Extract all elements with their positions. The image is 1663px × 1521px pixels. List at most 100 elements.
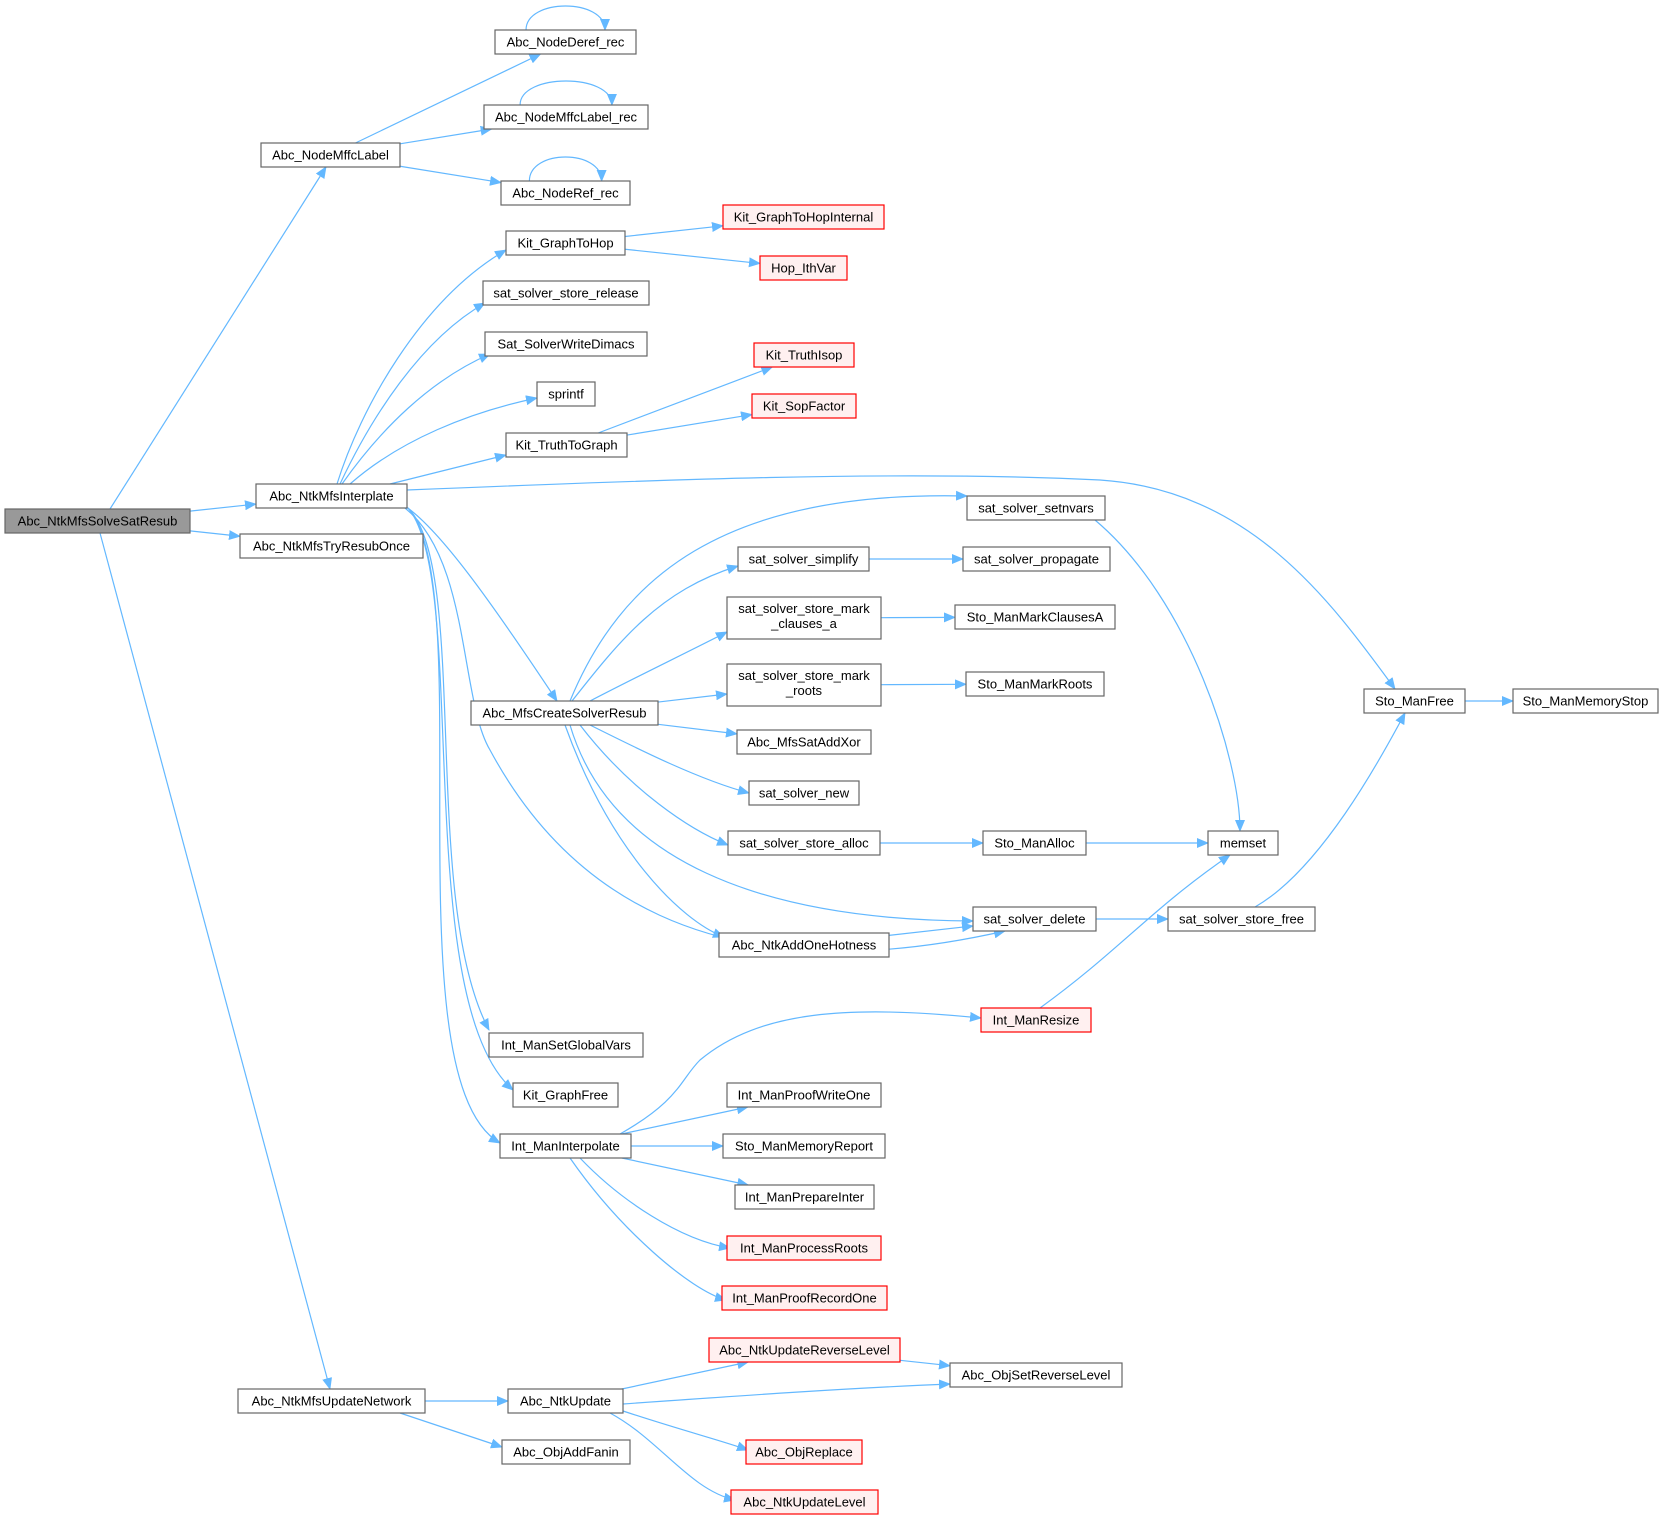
- edge-createSolver-to-solverDelete: [569, 724, 974, 926]
- nodes-layer: Abc_NtkMfsSolveSatResub Abc_NodeMffcLabel…: [4, 29, 1659, 1515]
- node-label: Kit_TruthIsop: [766, 348, 843, 363]
- node-storeAlloc[interactable]: sat_solver_store_alloc: [727, 830, 881, 856]
- node-tryResub[interactable]: Abc_NtkMfsTryResubOnce: [239, 533, 424, 559]
- node-updateNetwork[interactable]: Abc_NtkMfsUpdateNetwork: [237, 1388, 426, 1414]
- edge-nodeDeref-to-nodeDeref: [525, 5, 610, 31]
- node-proofRecordOne[interactable]: Int_ManProofRecordOne: [721, 1285, 888, 1311]
- node-box: [501, 1439, 631, 1465]
- node-intResize[interactable]: Int_ManResize: [980, 1007, 1092, 1033]
- edge-interplate-to-graphToHop: [336, 249, 507, 485]
- node-ntkUpdateLevel[interactable]: Abc_NtkUpdateLevel: [730, 1489, 879, 1515]
- node-label: Int_ManProofWriteOne: [738, 1088, 871, 1103]
- node-label: sat_solver_store_mark: [738, 601, 870, 616]
- node-ntkUpdate[interactable]: Abc_NtkUpdate: [507, 1388, 624, 1414]
- node-label: sat_solver_delete: [984, 912, 1086, 927]
- node-nodeDeref[interactable]: Abc_NodeDeref_rec: [494, 29, 637, 55]
- node-addOneHotness[interactable]: Abc_NtkAddOneHotness: [718, 932, 890, 958]
- node-interplate[interactable]: Abc_NtkMfsInterplate: [255, 483, 408, 509]
- edge-mffcLabelRec-to-mffcLabelRec: [519, 80, 617, 106]
- node-proofWriteOne[interactable]: Int_ManProofWriteOne: [726, 1082, 882, 1108]
- node-mffcLabel[interactable]: Abc_NodeMffcLabel: [260, 142, 401, 168]
- node-storeRelease[interactable]: sat_solver_store_release: [482, 280, 650, 306]
- node-objReplace[interactable]: Abc_ObjReplace: [745, 1439, 863, 1465]
- edge-intInterpolate-to-prepareInter: [621, 1157, 750, 1188]
- node-stoMarkRoots[interactable]: Sto_ManMarkRoots: [965, 671, 1105, 697]
- node-label: Sat_SolverWriteDimacs: [497, 337, 635, 352]
- node-root[interactable]: Abc_NtkMfsSolveSatResub: [4, 508, 191, 534]
- node-box: [505, 230, 626, 256]
- edge-mffcLabel-to-mffcLabelRec: [399, 125, 493, 145]
- node-sprintf[interactable]: sprintf: [536, 381, 596, 407]
- node-box: [982, 830, 1087, 856]
- node-stoAlloc[interactable]: Sto_ManAlloc: [982, 830, 1087, 856]
- node-objSetReverseLevel[interactable]: Abc_ObjSetReverseLevel: [949, 1362, 1123, 1388]
- node-nodeRef[interactable]: Abc_NodeRef_rec: [500, 180, 631, 206]
- node-propagate[interactable]: sat_solver_propagate: [962, 546, 1111, 572]
- node-simplify[interactable]: sat_solver_simplify: [737, 546, 870, 572]
- node-label: sprintf: [548, 387, 584, 402]
- node-label: Abc_NodeDeref_rec: [507, 35, 625, 50]
- node-label: Abc_ObjSetReverseLevel: [962, 1368, 1111, 1383]
- node-box: [734, 1184, 875, 1210]
- node-box: [500, 180, 631, 206]
- node-box: [745, 1439, 863, 1465]
- node-label: Abc_NtkMfsTryResubOnce: [253, 539, 410, 554]
- node-label: sat_solver_store_free: [1179, 912, 1304, 927]
- node-markClausesA[interactable]: sat_solver_store_mark_clauses_a: [726, 596, 882, 640]
- node-solverDelete[interactable]: sat_solver_delete: [972, 906, 1097, 932]
- node-objAddFanin[interactable]: Abc_ObjAddFanin: [501, 1439, 631, 1465]
- node-label: Int_ManProcessRoots: [740, 1241, 868, 1256]
- node-graphToHopInternal[interactable]: Kit_GraphToHopInternal: [722, 204, 885, 230]
- node-label: Sto_ManMemoryReport: [735, 1139, 873, 1154]
- node-box: [980, 1007, 1092, 1033]
- node-updateReverseLevel[interactable]: Abc_NtkUpdateReverseLevel: [708, 1337, 901, 1363]
- node-graphFree[interactable]: Kit_GraphFree: [512, 1082, 619, 1108]
- node-graphToHop[interactable]: Kit_GraphToHop: [505, 230, 626, 256]
- node-box: [954, 604, 1116, 630]
- edge-interplate-to-writeDimacs: [341, 353, 491, 485]
- node-truthToGraph[interactable]: Kit_TruthToGraph: [505, 432, 628, 458]
- node-writeDimacs[interactable]: Sat_SolverWriteDimacs: [484, 331, 648, 357]
- edge-createSolver-to-markRoots: [657, 690, 728, 703]
- node-box: [507, 1388, 624, 1414]
- node-stoMemoryStop[interactable]: Sto_ManMemoryStop: [1512, 688, 1659, 714]
- node-label: memset: [1220, 836, 1267, 851]
- node-prepareInter[interactable]: Int_ManPrepareInter: [734, 1184, 875, 1210]
- node-hopIthVar[interactable]: Hop_IthVar: [759, 255, 848, 281]
- node-intInterpolate[interactable]: Int_ManInterpolate: [499, 1133, 632, 1159]
- node-stoFree[interactable]: Sto_ManFree: [1363, 688, 1466, 714]
- edge-intInterpolate-to-proofRecordOne: [569, 1157, 727, 1302]
- node-markRoots[interactable]: sat_solver_store_mark_roots: [726, 663, 882, 707]
- node-label: Sto_ManFree: [1375, 694, 1454, 709]
- edge-ntkUpdate-to-objSetReverseLevel: [622, 1379, 951, 1405]
- node-createSolver[interactable]: Abc_MfsCreateSolverResub: [470, 700, 659, 726]
- node-sopFactor[interactable]: Kit_SopFactor: [751, 393, 857, 419]
- node-label: Abc_NodeMffcLabel_rec: [495, 110, 638, 125]
- node-label: sat_solver_new: [759, 786, 850, 801]
- node-label: _roots: [785, 683, 823, 698]
- edge-interplate-to-storeRelease: [339, 302, 486, 485]
- node-label: Abc_NodeRef_rec: [512, 186, 619, 201]
- node-box: [1512, 688, 1659, 714]
- node-label: Abc_NtkMfsInterplate: [269, 489, 393, 504]
- node-mffcLabelRec[interactable]: Abc_NodeMffcLabel_rec: [483, 104, 649, 130]
- node-setGlobalVars[interactable]: Int_ManSetGlobalVars: [488, 1032, 644, 1058]
- node-box: [4, 508, 191, 534]
- node-label: _clauses_a: [770, 616, 838, 631]
- node-satAddXor[interactable]: Abc_MfsSatAddXor: [736, 729, 872, 755]
- node-processRoots[interactable]: Int_ManProcessRoots: [726, 1235, 882, 1261]
- node-stoMarkClausesA[interactable]: Sto_ManMarkClausesA: [954, 604, 1116, 630]
- edge-intInterpolate-to-proofWriteOne: [621, 1104, 749, 1135]
- node-memoryReport[interactable]: Sto_ManMemoryReport: [722, 1133, 886, 1159]
- node-memset[interactable]: memset: [1207, 830, 1279, 856]
- node-storeFree[interactable]: sat_solver_store_free: [1167, 906, 1316, 932]
- node-box: [726, 1082, 882, 1108]
- node-solverNew[interactable]: sat_solver_new: [748, 780, 860, 806]
- node-box: [966, 495, 1106, 521]
- node-truthIsop[interactable]: Kit_TruthIsop: [753, 342, 855, 368]
- node-label: Int_ManResize: [993, 1013, 1080, 1028]
- node-box: [721, 1285, 888, 1311]
- node-label: sat_solver_simplify: [749, 552, 859, 567]
- node-setnvars[interactable]: sat_solver_setnvars: [966, 495, 1106, 521]
- edge-intInterpolate-to-processRoots: [579, 1157, 731, 1252]
